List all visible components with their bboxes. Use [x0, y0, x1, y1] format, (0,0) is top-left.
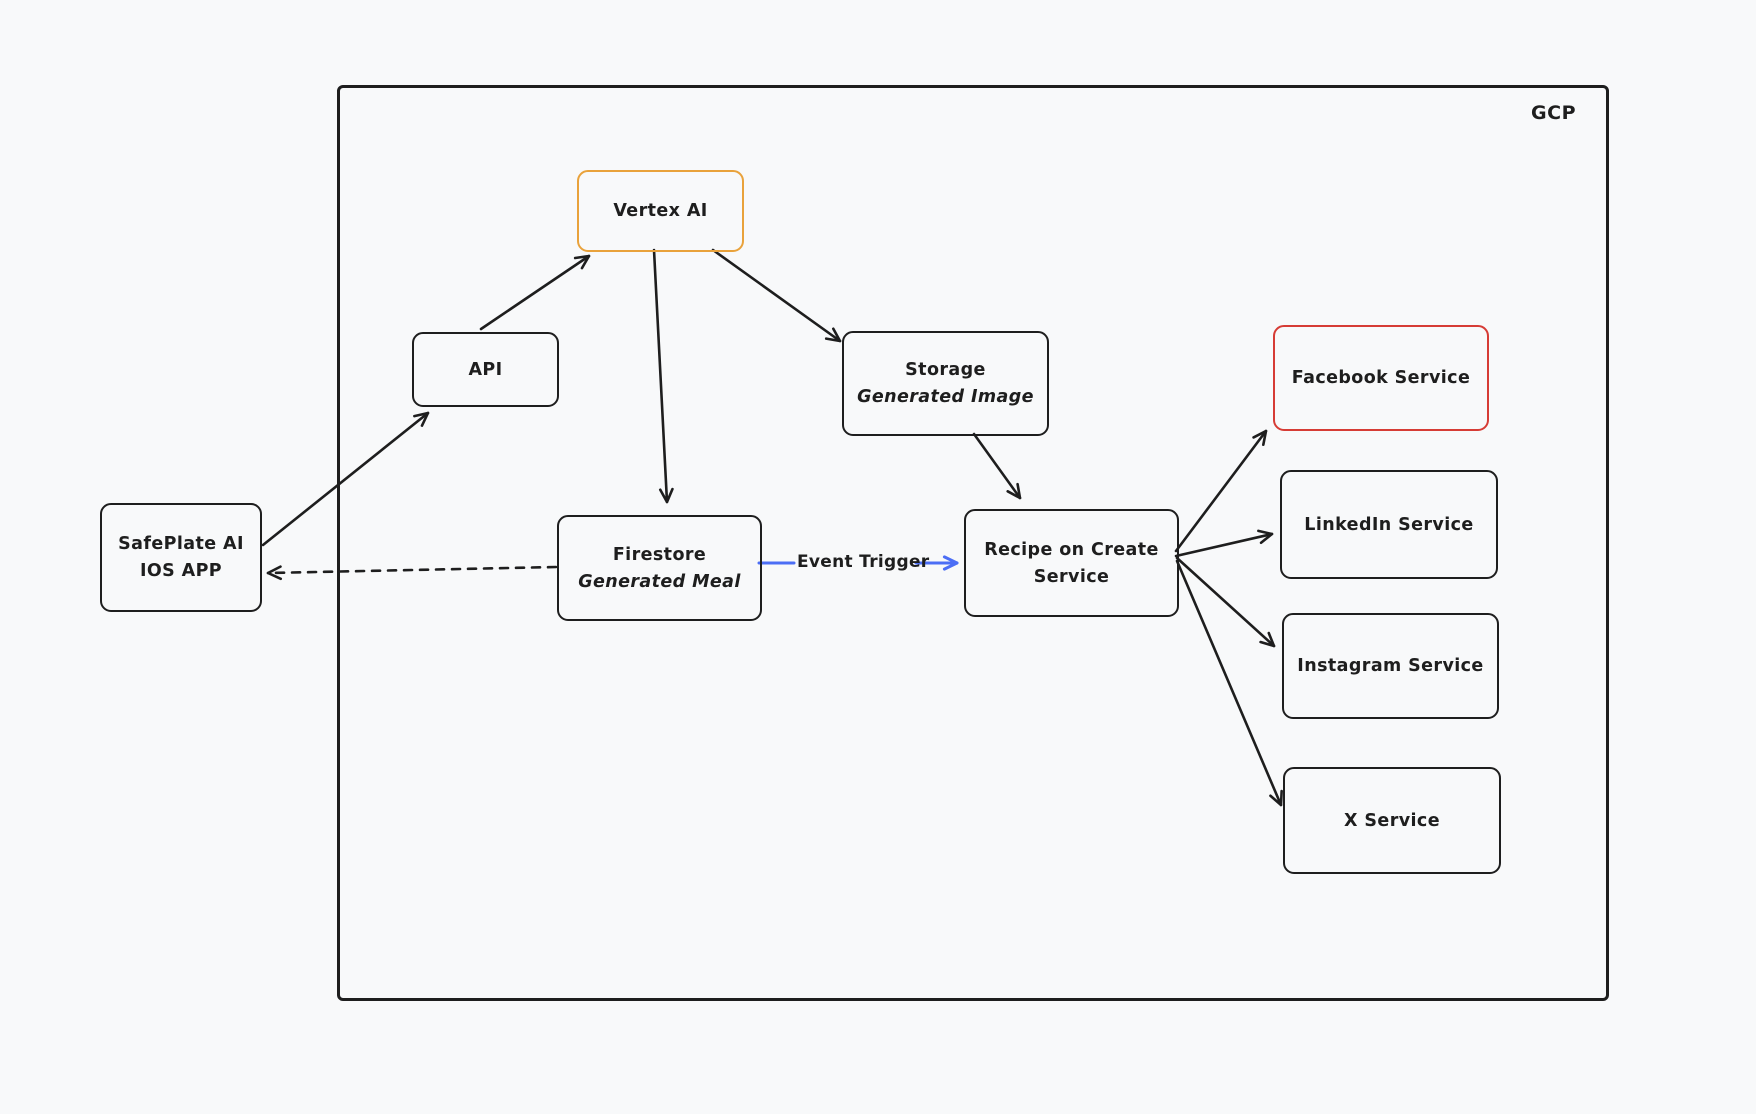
node-label: Service [1033, 566, 1110, 587]
node-recipe-on-create-service: Recipe on Create Service [964, 509, 1179, 617]
gcp-frame-label: GCP [1531, 102, 1576, 124]
node-instagram-service: Instagram Service [1282, 613, 1499, 719]
node-label: LinkedIn Service [1304, 514, 1474, 535]
node-x-service: X Service [1283, 767, 1501, 874]
node-label: Storage [905, 360, 986, 380]
node-storage-generated-image: Storage Generated Image [842, 331, 1049, 436]
node-safeplate-ios-app: SafePlate AI IOS APP [100, 503, 262, 612]
node-label: SafePlate AI [118, 534, 244, 554]
node-linkedin-service: LinkedIn Service [1280, 470, 1498, 579]
node-label: Firestore [612, 544, 707, 565]
node-label: Instagram Service [1297, 656, 1484, 676]
node-sublabel: Generated Image [857, 387, 1034, 407]
node-label: Vertex AI [613, 201, 708, 221]
node-firestore-generated-meal: Firestore Generated Meal [557, 515, 762, 621]
node-label: Facebook Service [1291, 368, 1471, 388]
node-facebook-service: Facebook Service [1273, 325, 1489, 431]
node-api: API [412, 332, 559, 407]
node-label: X Service [1344, 810, 1440, 831]
arrowhead [266, 565, 283, 581]
node-label: Recipe on Create [984, 539, 1159, 560]
node-sublabel: Generated Meal [578, 571, 741, 592]
node-label: API [468, 359, 503, 380]
event-trigger-label: Event Trigger [797, 552, 930, 572]
node-label: IOS APP [139, 561, 223, 581]
node-vertex-ai: Vertex AI [577, 170, 744, 252]
